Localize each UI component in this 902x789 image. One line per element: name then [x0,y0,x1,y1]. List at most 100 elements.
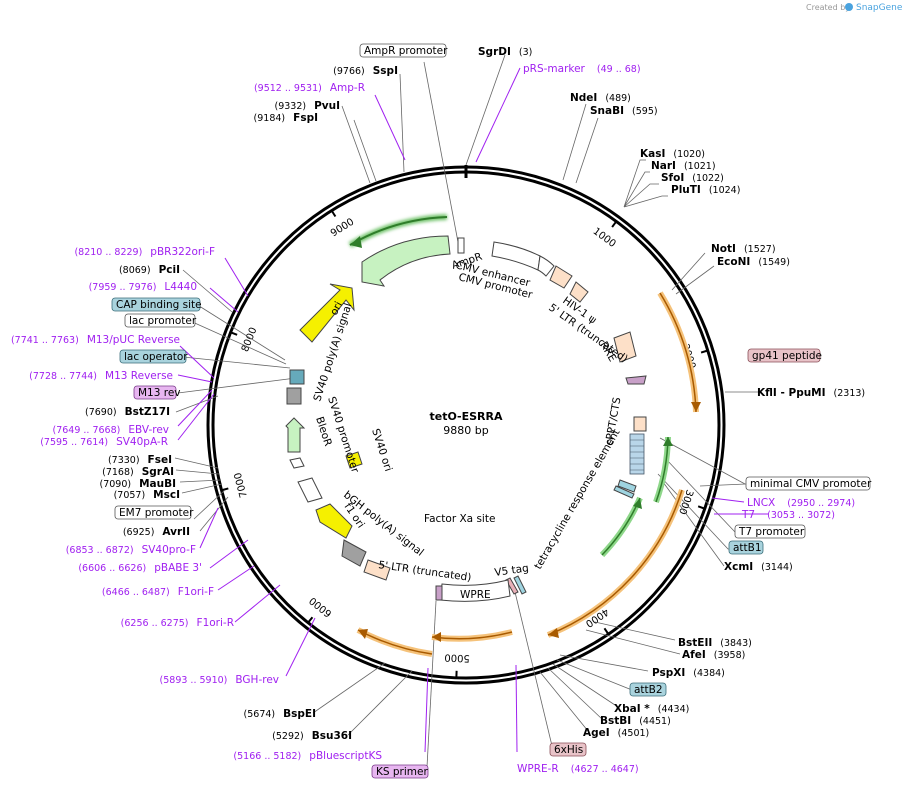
tick-2000 [700,349,709,354]
enzyme-name: BspEI [283,708,316,720]
feature-box: EM7 promoter [114,505,194,520]
primer-range: (6853 .. 6872) [66,545,134,556]
primer-name: SV40pro-F [142,544,196,556]
primer-name: pBR322ori-F [150,246,215,258]
v5-label: V5 tag [494,562,530,579]
primer-range: (3053 .. 3072) [767,510,835,521]
tick-7000 [221,487,229,492]
enzyme-name: AgeI [583,727,610,739]
primer-name: WPRE-R [517,763,559,775]
bleor-label: BleoR [313,415,334,448]
ltr5-bottom-label: 5' LTR (truncated) [378,559,473,584]
enzyme-site: NarI(1021) [651,160,716,172]
enzyme-site: BstBI(4451) [600,715,671,727]
primer-name: M13 Reverse [105,370,173,382]
enzyme-position: (4384) [693,668,725,679]
orange-arc-4-arrowhead [358,629,368,639]
feature-box-label: gp41 peptide [752,350,822,362]
primer-site: pRS-marker(49 .. 68) [523,63,641,75]
enzyme-name: BstEII [678,637,712,649]
primer-site: (5166 .. 5182) pBluescriptKS [233,750,382,762]
tick-label-8000: 8000 [240,326,260,354]
feature-box-label: CAP binding site [116,299,202,311]
primer-name: SV40pA-R [116,436,168,448]
primer-range: (6256 .. 6275) [121,618,189,629]
primer-name: T7 [741,509,755,521]
green-arc-2-arrowhead [633,498,642,509]
min-cmv-shape [617,479,637,493]
primer-name: BGH-rev [235,674,279,686]
feature-box-label: minimal CMV promoter [750,478,872,490]
snapgene-logo-icon [845,3,853,11]
feature-box-label: lac promoter [129,315,197,327]
factor-xa-label: Factor Xa site [424,513,495,525]
primer-range: (7741 .. 7763) [11,335,79,346]
enzyme-name: SspI [373,65,398,77]
primer-name: F1ori-R [197,617,234,629]
enzyme-site: (7690)BstZ17I [85,406,170,418]
enzyme-site: AfeI(3958) [682,649,745,661]
hiv-psi-shape [569,281,589,303]
enzyme-site: SnaBI(595) [590,105,658,117]
enzyme-position: (7057) [114,490,146,501]
enzyme-name: KasI [640,148,665,160]
v5-tag-shape [505,577,519,595]
tick-label-5000: 5000 [444,651,470,663]
enzyme-site: (5674) BspEI [244,708,316,720]
ltr5-top-shape [549,265,573,289]
enzyme-position: (1020) [673,149,705,160]
feature-box-label: lac operator [124,351,188,363]
snapgene-brand: SnapGene [856,3,902,13]
gp41-shape [625,375,647,385]
enzyme-site: BstEII(3843) [678,637,752,649]
enzyme-position: (1021) [684,161,716,172]
created-by-text: Created by [806,3,850,12]
enzyme-site: (7168)SgrAI [102,466,174,478]
tick-4000 [603,627,610,635]
enzyme-name: SfoI [661,172,684,184]
primer-range: (2950 .. 2974) [787,498,855,509]
enzyme-position: (7330) [108,455,140,466]
enzyme-site: EcoNI(1549) [717,256,790,268]
enzyme-position: (4434) [658,704,690,715]
orange-arc-1-line [659,292,697,413]
enzyme-name: AfeI [682,649,706,661]
wpre-shape [439,579,511,602]
enzyme-site: (7057)MscI [114,489,180,501]
enzyme-site: NdeI (489) [570,92,631,104]
orange-arc-3-arrowhead [432,632,441,642]
sv40-ori-shape [345,451,363,469]
enzyme-site: (9184)FspI [254,112,318,124]
enzyme-site: KflI - PpuMI(2313) [757,387,865,399]
enzyme-position: (7690) [85,407,117,418]
enzyme-name: SgrAI [142,466,174,478]
enzyme-position: (3) [519,47,532,58]
bgh-polya-shape [341,539,367,567]
tick-label-1000: 1000 [591,226,618,250]
enzyme-site: (6925)AvrII [123,526,190,538]
rre-shape [613,331,637,363]
enzyme-position: (489) [605,93,631,104]
tick-6000 [307,616,314,624]
enzyme-position: (5674) [244,709,276,720]
enzyme-name: FspI [293,112,318,124]
sv40-polya-shape [286,387,302,405]
primer-range: (7959 .. 7976) [89,282,157,293]
primer-range: (5166 .. 5182) [233,751,301,762]
ampr-shape [361,235,451,287]
primer-name: Amp-R [330,82,365,94]
ltr5-bottom-shape [363,559,391,581]
primer-site: (7959 .. 7976)L4440 [89,281,197,293]
cmv-enhancer-shape [491,241,541,271]
feature-box: AmpR promoter [359,43,448,58]
enzyme-position: (1527) [744,244,776,255]
enzyme-site: (9766)SspI [333,65,398,77]
primer-site: (8210 .. 8229)pBR322ori-F [74,246,215,258]
primer-name: pBluescriptKS [309,750,382,762]
enzyme-position: (2313) [834,388,866,399]
orange-arc-1-arrowhead [691,402,701,412]
enzyme-site: (5292)Bsu36I [272,730,352,742]
enzyme-position: (3144) [761,562,793,573]
enzyme-name: NdeI [570,92,597,104]
